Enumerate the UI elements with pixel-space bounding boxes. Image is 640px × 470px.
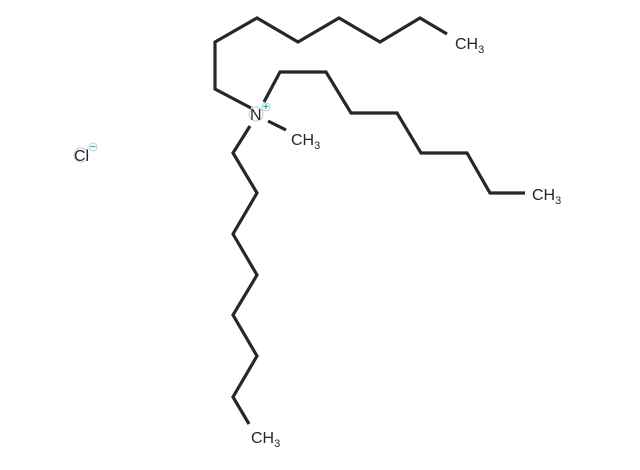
positive-charge-label: + <box>263 102 269 113</box>
chloride-label: Cl <box>74 148 89 165</box>
nitrogen-label: N <box>250 107 262 124</box>
octyl-chain-top <box>213 16 448 110</box>
methyl-label-right: CH3 <box>532 187 561 207</box>
chloride-highlight <box>73 147 89 163</box>
negative-charge-label: − <box>90 142 96 153</box>
methyl-bond <box>267 119 287 132</box>
methyl-label-n: CH3 <box>291 132 320 152</box>
octyl-chain-bottom <box>231 125 259 425</box>
methyl-label-top: CH3 <box>455 36 484 56</box>
negative-charge-ring <box>88 142 98 152</box>
methyl-label-bottom: CH3 <box>251 430 280 450</box>
nitrogen-highlight <box>248 106 264 122</box>
octyl-chain-right <box>262 70 525 195</box>
positive-charge-ring <box>261 102 271 112</box>
